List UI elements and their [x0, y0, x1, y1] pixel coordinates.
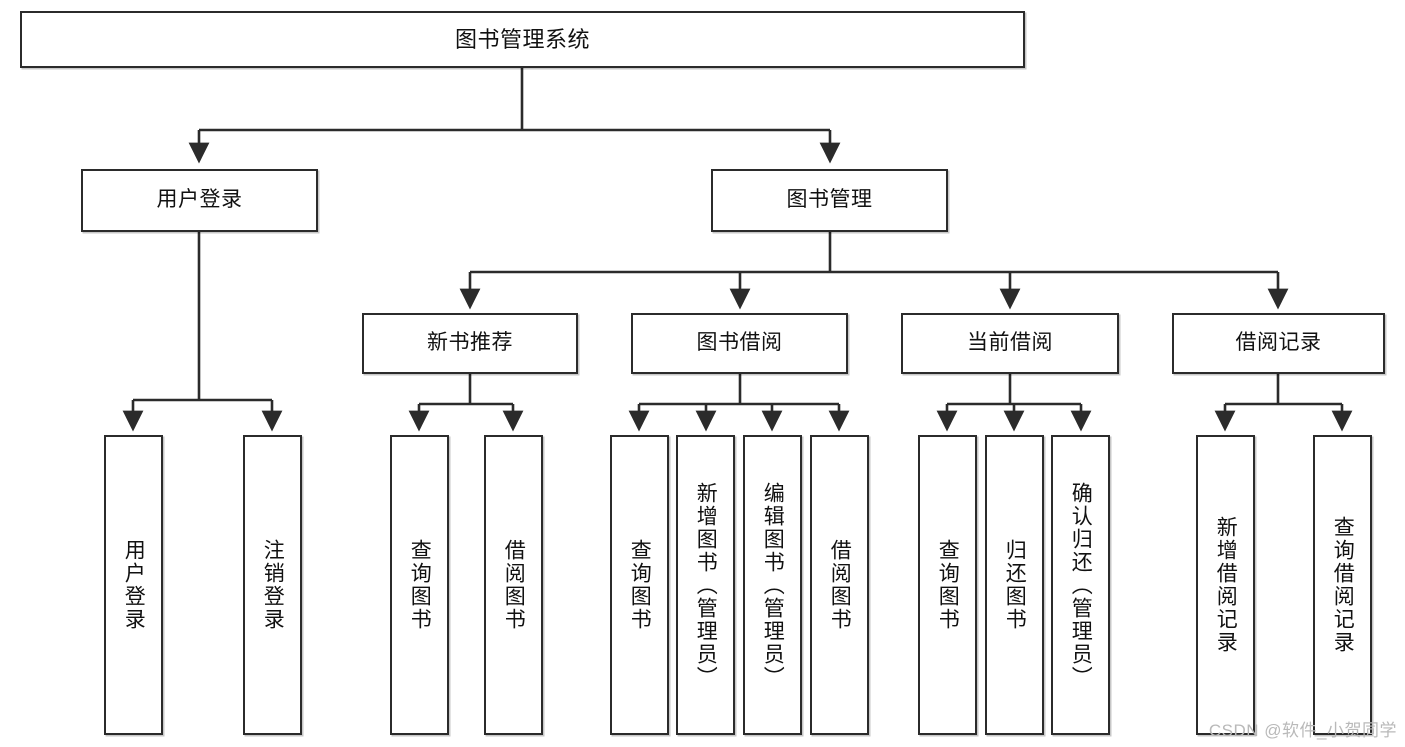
node-book-management[interactable]: 图书管理 [711, 169, 948, 232]
node-label: 图书借阅 [696, 331, 783, 355]
node-leaf-logout[interactable]: 注销登录 [243, 435, 302, 735]
node-leaf-borrow-books-recommend[interactable]: 借阅图书 [484, 435, 543, 735]
node-label: 查询借阅记录 [1331, 516, 1355, 654]
node-label: 当前借阅 [967, 331, 1053, 355]
node-leaf-query-books-current[interactable]: 查询图书 [918, 435, 977, 735]
node-leaf-edit-book-admin[interactable]: 编辑图书（管理员） [743, 435, 802, 735]
node-label: 查询图书 [936, 539, 960, 631]
node-leaf-confirm-return-admin[interactable]: 确认归还（管理员） [1051, 435, 1110, 735]
node-label: 图书管理 [786, 188, 873, 212]
node-leaf-add-borrow-record[interactable]: 新增借阅记录 [1196, 435, 1255, 735]
node-leaf-add-book-admin[interactable]: 新增图书（管理员） [676, 435, 735, 735]
node-label: 注销登录 [261, 539, 285, 631]
node-label: 用户登录 [156, 188, 243, 212]
node-label: 归还图书 [1003, 539, 1027, 631]
node-borrow-records[interactable]: 借阅记录 [1172, 313, 1385, 374]
node-new-book-recommend[interactable]: 新书推荐 [362, 313, 578, 374]
node-user-login[interactable]: 用户登录 [81, 169, 318, 232]
node-label: 图书管理系统 [454, 26, 590, 52]
node-leaf-query-books-recommend[interactable]: 查询图书 [390, 435, 449, 735]
node-leaf-query-borrow-record[interactable]: 查询借阅记录 [1313, 435, 1372, 735]
node-leaf-user-login[interactable]: 用户登录 [104, 435, 163, 735]
node-label: 查询图书 [408, 539, 432, 631]
node-leaf-return-books[interactable]: 归还图书 [985, 435, 1044, 735]
node-leaf-borrow-books[interactable]: 借阅图书 [810, 435, 869, 735]
node-label: 借阅记录 [1235, 331, 1322, 355]
node-label: 新书推荐 [427, 331, 513, 355]
node-label: 用户登录 [122, 539, 146, 631]
node-label: 新增图书（管理员） [694, 481, 718, 689]
watermark: CSDN @软件_小贺同学 [1208, 721, 1397, 740]
node-leaf-query-books-borrow[interactable]: 查询图书 [610, 435, 669, 735]
node-label: 查询图书 [628, 539, 652, 631]
node-label: 借阅图书 [502, 539, 526, 631]
node-root-system[interactable]: 图书管理系统 [20, 11, 1025, 68]
node-label: 确认归还（管理员） [1069, 481, 1093, 689]
node-book-borrow[interactable]: 图书借阅 [631, 313, 848, 374]
node-label: 借阅图书 [828, 539, 852, 631]
node-label: 新增借阅记录 [1214, 516, 1238, 654]
node-current-borrow[interactable]: 当前借阅 [901, 313, 1119, 374]
node-label: 编辑图书（管理员） [761, 481, 785, 689]
